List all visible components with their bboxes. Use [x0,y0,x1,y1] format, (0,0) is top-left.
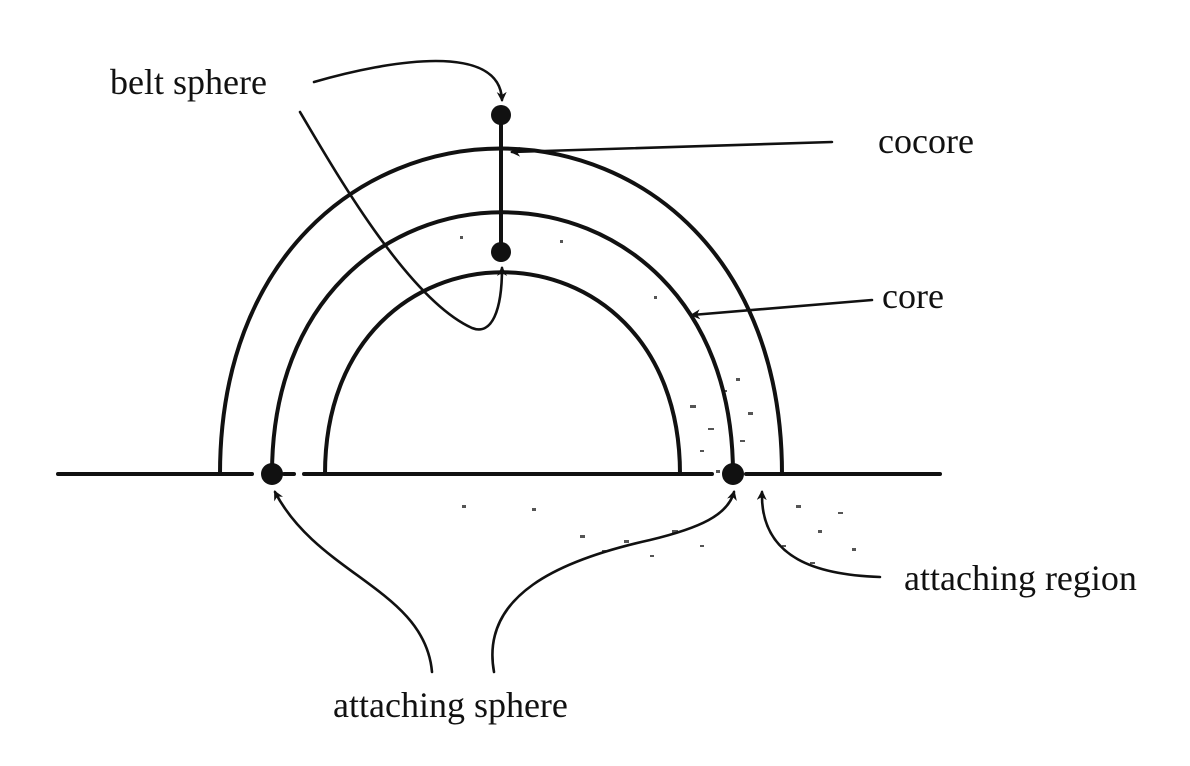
belt-sphere-label: belt sphere [110,62,267,102]
cocore-label: cocore [878,121,974,161]
belt-sphere-top-dot [491,105,511,125]
attaching-sphere-right-dot [722,463,744,485]
attaching-sphere-label: attaching sphere [333,685,568,725]
core-arrow [690,298,874,320]
belt-sphere-arrow-bottom [298,110,507,331]
cocore-arrow [510,140,834,157]
core-label: core [882,276,944,316]
stipple-shading [460,236,856,564]
attaching-sphere-arrow-right [491,490,737,674]
attaching-sphere-arrow-left [273,490,434,674]
inner-arc [323,270,682,476]
belt-sphere-arrow-top [312,59,507,102]
attaching-sphere-left-dot [261,463,283,485]
attaching-region-label: attaching region [904,558,1137,598]
belt-sphere-bottom-dot [491,242,511,262]
attaching-region-arrow [756,490,882,579]
